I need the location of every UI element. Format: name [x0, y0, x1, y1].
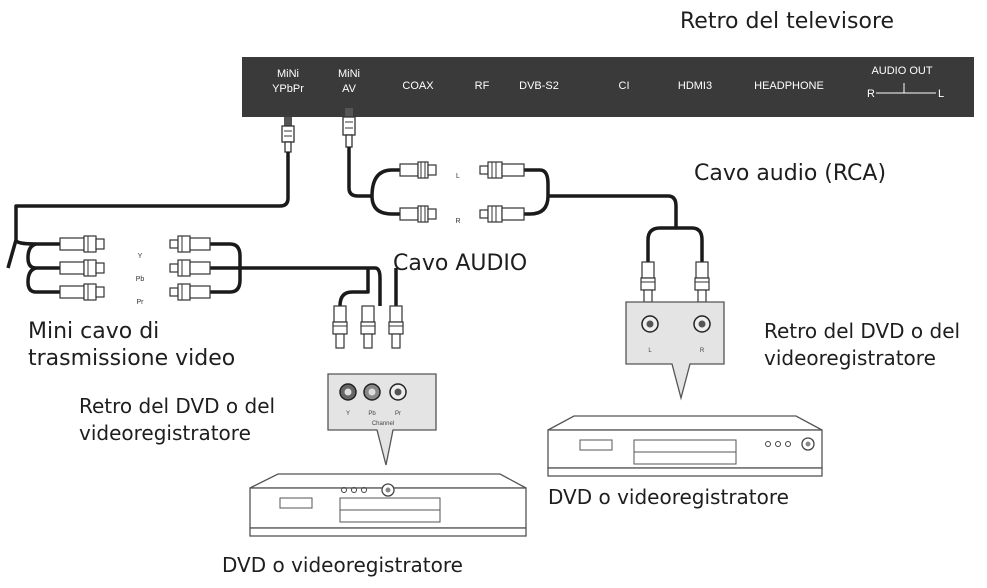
component-plugs-left	[59, 235, 105, 301]
left-dvd-rear-callout	[327, 373, 437, 466]
rca-plug-right-l	[479, 161, 525, 179]
component-pin-label-pb: Pb	[136, 276, 145, 283]
rca-plug-right-r	[479, 205, 525, 223]
right-dvd-rear-caption-2: videoregistratore	[764, 346, 936, 370]
port-label-mini-ypbpr-1: MiNi	[277, 68, 299, 80]
left-dvd-player	[249, 473, 527, 537]
right-dvd-device-caption: DVD o videoregistratore	[548, 485, 789, 509]
mini-video-cable-caption-1: Mini cavo di	[28, 319, 160, 344]
left-jack-label-pb: Pb	[368, 411, 376, 417]
left-dvd-rear-caption-1: Retro del DVD o del	[79, 394, 276, 418]
audio-pin-label-r: R	[455, 218, 460, 225]
tv-rear-title: Retro del televisore	[680, 9, 895, 34]
component-plugs-right	[169, 235, 211, 301]
mini-video-cable-caption-2: trasmissione video	[28, 346, 236, 371]
plugs-to-left-dvd	[332, 305, 404, 349]
port-label-mini-ypbpr-2: YPbPr	[272, 83, 304, 95]
cable-lines	[6, 147, 704, 307]
left-jack-caption: Channel	[372, 421, 394, 427]
audio-rca-cable-caption: Cavo audio (RCA)	[694, 161, 887, 186]
port-label-headphone: HEADPHONE	[754, 80, 824, 92]
left-jack-label-pr: Pr	[395, 411, 401, 417]
port-label-rf: RF	[475, 80, 490, 92]
port-label-coax: COAX	[402, 80, 434, 92]
port-label-mini-av-1: MiNi	[338, 68, 360, 80]
port-label-audio-out-r: R	[867, 88, 875, 100]
right-jack-label-r: R	[700, 348, 705, 354]
port-label-audio-out-l: L	[938, 88, 944, 100]
audio-cable-caption: Cavo AUDIO	[393, 251, 528, 276]
port-label-dvb-s2: DVB-S2	[519, 80, 559, 92]
port-label-ci: CI	[619, 80, 630, 92]
right-jack-label-l: L	[648, 348, 652, 354]
left-dvd-device-caption: DVD o videoregistratore	[222, 553, 463, 577]
tv-back-panel	[242, 57, 974, 117]
audio-out-divider	[876, 83, 936, 94]
component-pin-label-pr: Pr	[137, 299, 145, 306]
audio-pin-label-l: L	[456, 173, 460, 180]
plugs-to-right-dvd	[640, 261, 710, 303]
port-label-audio-out: AUDIO OUT	[871, 65, 932, 77]
left-jack-label-y: Y	[346, 411, 350, 417]
right-dvd-player	[547, 415, 823, 477]
right-dvd-rear-callout	[625, 301, 725, 401]
left-dvd-rear-caption-2: videoregistratore	[79, 421, 251, 445]
rca-plug-left-r	[399, 205, 437, 223]
right-dvd-rear-caption-1: Retro del DVD o del	[764, 319, 961, 343]
mini-plug-ypbpr	[281, 117, 295, 153]
port-label-hdmi3: HDMI3	[678, 80, 712, 92]
port-label-mini-av-2: AV	[342, 83, 357, 95]
rca-plug-left-l	[399, 161, 437, 179]
component-pin-label-y: Y	[138, 253, 143, 260]
